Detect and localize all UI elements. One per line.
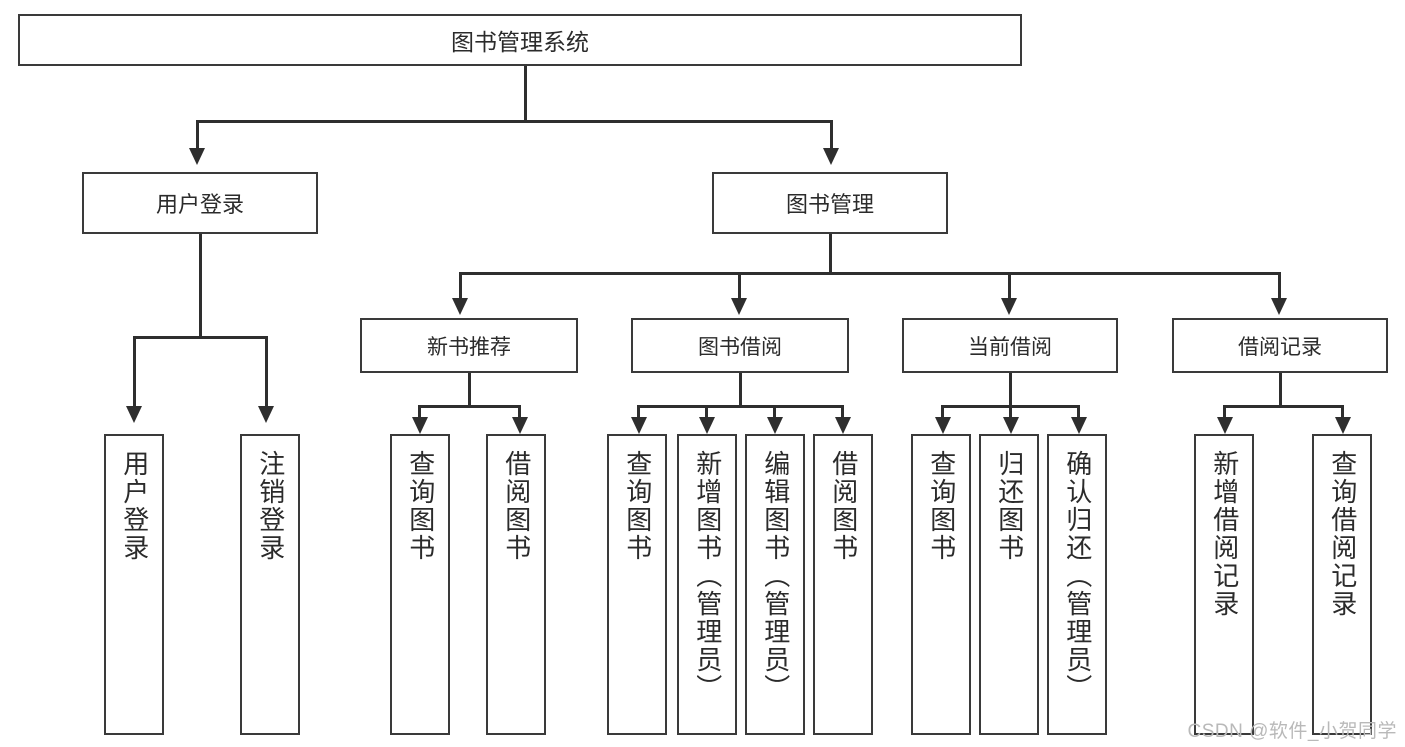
- connector-borrow-record-stem: [1279, 373, 1282, 405]
- arrow-borrow-record: [1271, 298, 1287, 315]
- connector-drop-bb-query: [637, 405, 640, 419]
- node-root-system[interactable]: 图书管理系统: [18, 14, 1022, 66]
- connector-drop-bb-add: [705, 405, 708, 419]
- leaf-label: 查询图书: [622, 450, 653, 562]
- connector-drop-br-add: [1223, 405, 1226, 419]
- arrow-user-login: [189, 148, 205, 165]
- leaf-label: 查询图书: [405, 450, 436, 562]
- arrow-book-borrow: [731, 298, 747, 315]
- leaf-label: 注销登录: [255, 450, 286, 562]
- node-label: 用户登录: [155, 192, 244, 217]
- arrow-bb-add: [699, 417, 715, 434]
- node-book-borrow[interactable]: 图书借阅: [631, 318, 849, 373]
- arrow-new-book: [452, 298, 468, 315]
- arrow-br-add: [1217, 417, 1233, 434]
- leaf-bb-borrow-book[interactable]: 借阅图书: [813, 434, 873, 735]
- connector-drop-bb-borrow: [841, 405, 844, 419]
- arrow-current-borrow: [1001, 298, 1017, 315]
- connector-drop-cb-query: [941, 405, 944, 419]
- leaf-bb-edit-book[interactable]: 编辑图书（管理员）: [745, 434, 805, 735]
- connector-drop-book-manage: [830, 120, 833, 150]
- leaf-label: 借阅图书: [828, 450, 859, 562]
- arrow-cb-confirm: [1071, 417, 1087, 434]
- node-current-borrow[interactable]: 当前借阅: [902, 318, 1118, 373]
- leaf-label: 确认归还（管理员）: [1062, 450, 1093, 702]
- node-label: 图书借阅: [698, 335, 782, 359]
- connector-book-borrow-bar: [637, 405, 843, 408]
- leaf-bb-add-book[interactable]: 新增图书（管理员）: [677, 434, 737, 735]
- arrow-nb-query: [412, 417, 428, 434]
- connector-drop-nb-query: [418, 405, 421, 419]
- leaf-cb-confirm-return[interactable]: 确认归还（管理员）: [1047, 434, 1107, 735]
- leaf-label: 查询借阅记录: [1327, 450, 1358, 618]
- arrow-leaf-user-login: [126, 406, 142, 423]
- connector-drop-leaf-user-login: [133, 336, 136, 408]
- connector-drop-book-borrow: [738, 272, 741, 300]
- leaf-label: 借阅图书: [501, 450, 532, 562]
- arrow-br-query: [1335, 417, 1351, 434]
- leaf-label: 用户登录: [119, 450, 150, 562]
- leaf-nb-borrow-book[interactable]: 借阅图书: [486, 434, 546, 735]
- leaf-label: 编辑图书（管理员）: [760, 450, 791, 702]
- leaf-cb-query-book[interactable]: 查询图书: [911, 434, 971, 735]
- connector-current-borrow-stem: [1009, 373, 1012, 405]
- node-label: 当前借阅: [968, 335, 1052, 359]
- node-book-management[interactable]: 图书管理: [712, 172, 948, 234]
- node-label: 借阅记录: [1238, 335, 1322, 359]
- leaf-br-add-record[interactable]: 新增借阅记录: [1194, 434, 1254, 735]
- leaf-user-login[interactable]: 用户登录: [104, 434, 164, 735]
- leaf-cb-return-book[interactable]: 归还图书: [979, 434, 1039, 735]
- arrow-book-manage: [823, 148, 839, 165]
- arrow-bb-edit: [767, 417, 783, 434]
- node-label: 图书管理系统: [451, 29, 589, 55]
- node-new-book-recommend[interactable]: 新书推荐: [360, 318, 578, 373]
- arrow-bb-query: [631, 417, 647, 434]
- arrow-leaf-logout: [258, 406, 274, 423]
- leaf-br-query-record[interactable]: 查询借阅记录: [1312, 434, 1372, 735]
- node-label: 新书推荐: [427, 335, 511, 359]
- leaf-nb-query-book[interactable]: 查询图书: [390, 434, 450, 735]
- leaf-label: 归还图书: [994, 450, 1025, 562]
- connector-root-bar: [196, 120, 832, 123]
- connector-drop-user-login: [196, 120, 199, 150]
- connector-drop-cb-return: [1009, 405, 1012, 419]
- arrow-cb-return: [1003, 417, 1019, 434]
- leaf-logout[interactable]: 注销登录: [240, 434, 300, 735]
- connector-new-book-stem: [468, 373, 471, 405]
- connector-drop-cb-confirm: [1077, 405, 1080, 419]
- connector-drop-new-book: [459, 272, 462, 300]
- arrow-bb-borrow: [835, 417, 851, 434]
- leaf-label: 新增图书（管理员）: [692, 450, 723, 702]
- leaf-label: 新增借阅记录: [1209, 450, 1240, 618]
- connector-root-stem: [524, 66, 527, 120]
- node-borrow-record[interactable]: 借阅记录: [1172, 318, 1388, 373]
- connector-user-login-bar: [133, 336, 267, 339]
- connector-book-borrow-stem: [739, 373, 742, 405]
- leaf-bb-query-book[interactable]: 查询图书: [607, 434, 667, 735]
- connector-level3-bar: [459, 272, 1281, 275]
- node-label: 图书管理: [785, 192, 874, 217]
- connector-drop-leaf-logout: [265, 336, 268, 408]
- leaf-label: 查询图书: [926, 450, 957, 562]
- connector-user-login-stem: [199, 234, 202, 336]
- connector-drop-nb-borrow: [518, 405, 521, 419]
- connector-drop-current-borrow: [1008, 272, 1011, 300]
- node-user-login[interactable]: 用户登录: [82, 172, 318, 234]
- connector-book-manage-stem: [829, 234, 832, 272]
- watermark-text: CSDN @软件_小贺同学: [1187, 721, 1397, 742]
- connector-drop-bb-edit: [773, 405, 776, 419]
- arrow-nb-borrow: [512, 417, 528, 434]
- connector-drop-borrow-record: [1278, 272, 1281, 300]
- arrow-cb-query: [935, 417, 951, 434]
- connector-new-book-bar: [418, 405, 518, 408]
- connector-drop-br-query: [1341, 405, 1344, 419]
- connector-borrow-record-bar: [1223, 405, 1341, 408]
